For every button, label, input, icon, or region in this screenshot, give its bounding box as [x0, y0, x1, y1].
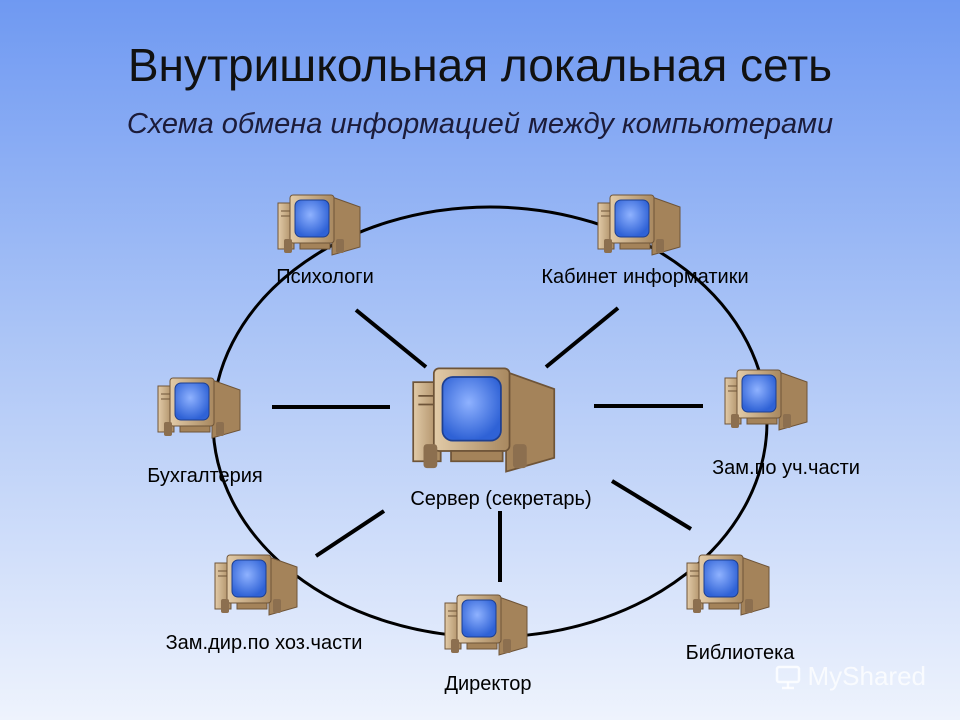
spoke-library — [610, 479, 693, 531]
computer-informatics-icon — [597, 194, 681, 256]
label-psychologists: Психологи — [276, 266, 374, 288]
label-informatics: Кабинет информатики — [541, 266, 749, 288]
watermark: MyShared — [774, 661, 927, 692]
computer-psychologists-icon — [277, 194, 361, 256]
label-deputy-household: Зам.дир.по хоз.части — [165, 632, 363, 654]
label-accounting: Бухгалтерия — [147, 465, 263, 487]
watermark-text: MyShared — [807, 661, 927, 691]
label-deputy-study: Зам.по уч.части — [712, 457, 860, 479]
label-server: Сервер (секретарь) — [410, 488, 592, 510]
computer-accounting-icon — [157, 377, 241, 439]
computer-director-icon — [444, 594, 528, 656]
spoke-psychologists — [354, 308, 428, 369]
computer-library-icon — [686, 554, 770, 616]
presentation-icon — [775, 665, 800, 689]
computer-deputy-household-icon — [214, 554, 298, 616]
slide-title: Внутришкольная локальная сеть — [127, 39, 833, 91]
label-director: Директор — [444, 673, 532, 695]
spoke-deputy-household — [314, 509, 386, 558]
spoke-informatics — [544, 306, 620, 369]
spokes — [272, 306, 703, 582]
slide-subtitle: Схема обмена информацией между компьютер… — [126, 108, 834, 140]
label-library: Библиотека — [685, 642, 795, 664]
computer-deputy-study-icon — [724, 369, 808, 431]
server-computer-icon — [412, 367, 556, 473]
